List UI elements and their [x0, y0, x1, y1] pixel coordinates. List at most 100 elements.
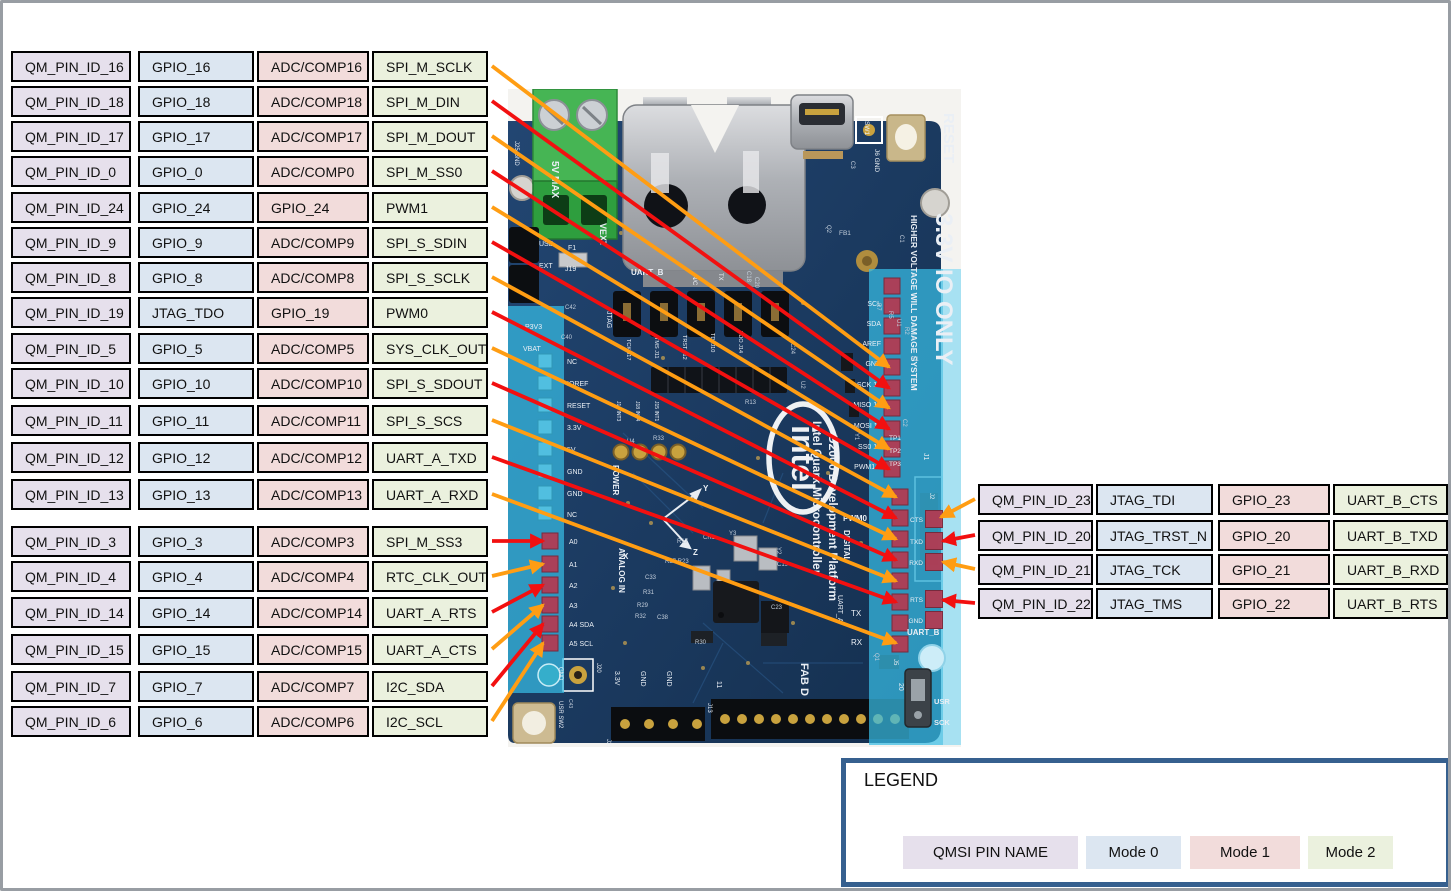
silkscreen-label: SDA [867, 321, 882, 328]
highlighted-pin [891, 614, 909, 632]
silkscreen-label: TDI J10 [709, 333, 715, 352]
pin-cell: SPI_M_DIN [372, 86, 488, 117]
silkscreen-label: P3V3 [525, 324, 542, 331]
pin-cell: QM_PIN_ID_12 [11, 442, 131, 473]
pin-cell: UART_B_TXD [1333, 520, 1448, 551]
silkscreen-label: DIGITAL [842, 530, 851, 562]
silkscreen-label: RESET [940, 113, 957, 163]
power-pin [537, 441, 553, 457]
power-pin [537, 505, 553, 521]
silkscreen-label: SW1 [863, 121, 870, 135]
highlighted-pin [891, 551, 909, 569]
silkscreen-label: USB [539, 241, 554, 248]
silkscreen-label: J6 GND [873, 149, 880, 172]
highlighted-pin [541, 615, 559, 633]
silkscreen-label: TRST J12 [681, 335, 687, 360]
legend-title: LEGEND [864, 770, 939, 790]
pin-cell: SPI_M_SS0 [372, 156, 488, 187]
silkscreen-label: R27 R23 [665, 559, 689, 565]
pin-cell: GPIO_7 [138, 671, 254, 702]
pin-cell: ADC/COMP0 [257, 156, 369, 187]
pin-cell: PWM0 [372, 297, 488, 328]
power-pin [537, 375, 553, 391]
pin-cell: GPIO_23 [1218, 484, 1330, 515]
silkscreen-label: Y [703, 484, 709, 493]
silkscreen-label: U1 [895, 319, 901, 327]
silkscreen-label: GND [909, 618, 924, 625]
highlighted-pin [883, 358, 901, 376]
silkscreen-label: R2 [903, 327, 909, 335]
pin-cell: ADC/COMP7 [257, 671, 369, 702]
pin-cell: QM_PIN_ID_4 [11, 561, 131, 592]
usr-sck-switch [904, 668, 932, 728]
silkscreen-label: C23 [771, 605, 783, 611]
silkscreen-label: A2 [569, 583, 578, 590]
highlighted-pin [891, 488, 909, 506]
micro-usb-port [790, 94, 854, 159]
silkscreen-label: J20 [595, 663, 601, 673]
pin-cell: SPI_M_SCLK [372, 51, 488, 82]
silkscreen-label: RESET [567, 403, 591, 410]
silkscreen-label: 3.3V [613, 671, 620, 686]
j21-header [611, 707, 705, 741]
silkscreen-label: C19 [777, 562, 789, 568]
pin-cell: GPIO_16 [138, 51, 254, 82]
silkscreen-label: UART_B [631, 268, 664, 277]
pin-cell: QM_PIN_ID_9 [11, 227, 131, 258]
pin-cell: ADC/COMP15 [257, 634, 369, 665]
pin-cell: QM_PIN_ID_11 [11, 405, 131, 436]
highlighted-pin [883, 337, 901, 355]
pin-cell: QM_PIN_ID_3 [11, 526, 131, 557]
silkscreen-label: Y3 [729, 531, 737, 537]
pin-cell: GPIO_24 [138, 192, 254, 223]
pin-cell: GPIO_6 [138, 706, 254, 737]
silkscreen-label: C43 [567, 699, 573, 708]
pin-cell: RTC_CLK_OUT [372, 561, 488, 592]
pin-cell: JTAG_TDI [1096, 484, 1213, 515]
silkscreen-label: R32 [635, 614, 647, 620]
silkscreen-label: MISO 12 [853, 402, 881, 409]
silkscreen-label: Q2 [825, 225, 831, 234]
legend-mode-0: Mode 0 [1086, 836, 1181, 869]
silkscreen-label: GND [567, 469, 583, 476]
silkscreen-label: J18 INT4 [634, 401, 640, 422]
silkscreen-label: TX [851, 609, 862, 618]
pin-cell: I2C_SCL [372, 706, 488, 737]
silkscreen-label: RX [851, 638, 863, 647]
silkscreen-label: AREF [862, 341, 881, 348]
silkscreen-label: C38 [657, 615, 669, 621]
usr-button [512, 702, 556, 744]
pin-cell: JTAG_TRST_N [1096, 520, 1213, 551]
highlighted-pin [891, 635, 909, 653]
highlighted-pin [541, 576, 559, 594]
silkscreen-label: POWER [611, 465, 620, 495]
silkscreen-label: A4 SDA [569, 622, 594, 629]
pin-cell: UART_A_CTS [372, 634, 488, 665]
silkscreen-label: CTS [910, 517, 924, 524]
mount-hole [918, 644, 946, 672]
silkscreen-label: Y2 [775, 547, 781, 555]
silkscreen-label: Z [693, 548, 698, 557]
pin-cell: UART_A_RXD [372, 479, 488, 510]
silkscreen-label: VBAT [523, 346, 541, 353]
silkscreen-label: SCK 13 [857, 382, 881, 389]
pin-cell: I2C_SDA [372, 671, 488, 702]
silkscreen-label: A0 [569, 539, 578, 546]
silkscreen-label: TXD [910, 539, 923, 546]
silkscreen-label: C40 [561, 335, 573, 341]
pin-cell: JTAG_TMS [1096, 588, 1213, 619]
pin-cell: SPI_S_SDIN [372, 227, 488, 258]
highlighted-pin [891, 593, 909, 611]
pin-cell: SYS_CLK_OUT [372, 333, 488, 364]
power-pin [537, 419, 553, 435]
pin-cell: GPIO_4 [138, 561, 254, 592]
silkscreen-label: NC [567, 512, 577, 519]
silkscreen-label: U2 [799, 381, 805, 389]
pin-cell: UART_A_RTS [372, 597, 488, 628]
silkscreen-label: MOSI 11 [854, 423, 881, 430]
legend-qmsi-pin-name: QMSI PIN NAME [903, 836, 1078, 869]
silkscreen-label: U4 [627, 439, 635, 445]
pin-cell: ADC/COMP3 [257, 526, 369, 557]
silkscreen-label: FB1 [839, 230, 851, 237]
